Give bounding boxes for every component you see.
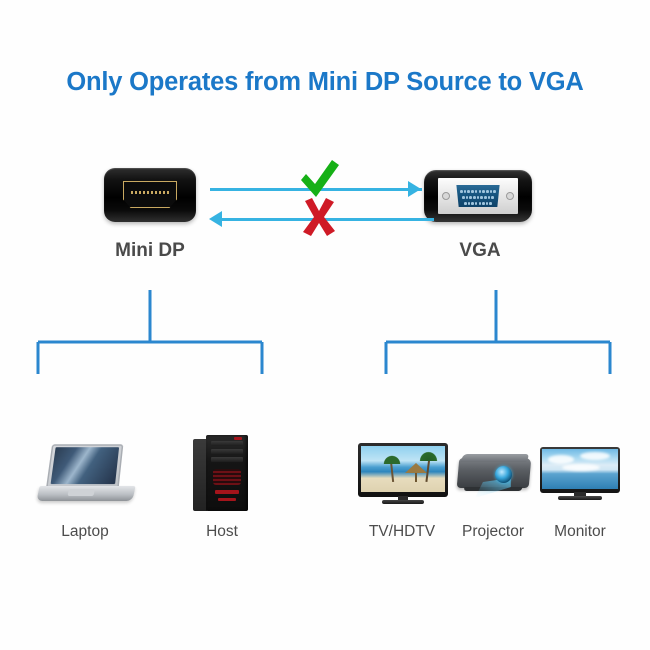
device-label-laptop: Laptop [61, 523, 109, 540]
vga-pin-row-middle [462, 196, 494, 199]
desktop-tower-icon [193, 435, 251, 511]
laptop-trackpad [67, 489, 95, 496]
laptop-screen [50, 447, 120, 485]
laptop-lid [45, 444, 124, 490]
tv-screen-palm-fronds [418, 450, 439, 461]
check-mark-icon [296, 157, 342, 203]
monitor-stand-base [558, 496, 602, 500]
tv-stand-base [382, 500, 424, 504]
tv-stand-neck [398, 496, 408, 501]
vga-pin-row-top [460, 190, 496, 193]
monitor-stand-neck [574, 492, 586, 497]
laptop-icon [36, 444, 136, 506]
tv-screen [361, 446, 445, 492]
tower-side-panel [193, 439, 207, 511]
tower-drive-bay [211, 449, 243, 454]
device-label-tv: TV/HDTV [368, 523, 436, 540]
projector-top-cover [460, 454, 530, 462]
tower-accent-stripe [215, 490, 239, 494]
vga-screw-hole-right-icon [506, 192, 514, 200]
tv-bezel [358, 443, 448, 497]
monitor-screen [542, 449, 618, 489]
monitor-bezel [540, 447, 620, 493]
tower-accent-stripe [218, 498, 236, 501]
vga-faceplate [438, 178, 518, 214]
device-label-projector: Projector [461, 523, 525, 540]
projector-lens [495, 466, 512, 483]
vga-pin-row-bottom [464, 202, 492, 205]
reverse-arrow-head-icon [209, 211, 222, 227]
cross-mark-icon [298, 197, 340, 239]
source-devices-bracket [30, 288, 280, 380]
tv-screen-hut-roof [405, 463, 427, 473]
device-label-host: Host [206, 523, 238, 540]
tower-power-led-icon [234, 437, 242, 440]
page-title: Only Operates from Mini DP Source to VGA [66, 68, 584, 96]
vga-label: VGA [459, 240, 501, 261]
laptop-base [36, 486, 136, 501]
tower-front-vent [213, 469, 241, 485]
tower-front-panel [206, 435, 248, 511]
tower-drive-bay [211, 457, 243, 462]
monitor-icon [540, 447, 620, 505]
vga-connector-body [424, 170, 532, 222]
display-devices-bracket [378, 288, 628, 380]
reverse-arrow-line [222, 218, 434, 221]
mini-dp-port-icon [123, 181, 177, 208]
tv-screen-palm-fronds [382, 454, 402, 464]
forward-arrow-head-icon [408, 181, 421, 197]
mini-dp-label: Mini DP [115, 240, 185, 261]
device-label-monitor: Monitor [554, 523, 606, 540]
mini-dp-pins-icon [131, 191, 169, 194]
monitor-screen-cloud [548, 455, 574, 464]
television-icon [358, 443, 448, 507]
tv-screen-hut-post [415, 473, 417, 482]
tower-drive-bay [211, 441, 243, 446]
monitor-screen-cloud [580, 452, 610, 460]
vga-screw-hole-left-icon [442, 192, 450, 200]
projector-icon [455, 452, 535, 500]
monitor-screen-cloud [562, 464, 600, 471]
mini-dp-connector-body [104, 168, 196, 222]
